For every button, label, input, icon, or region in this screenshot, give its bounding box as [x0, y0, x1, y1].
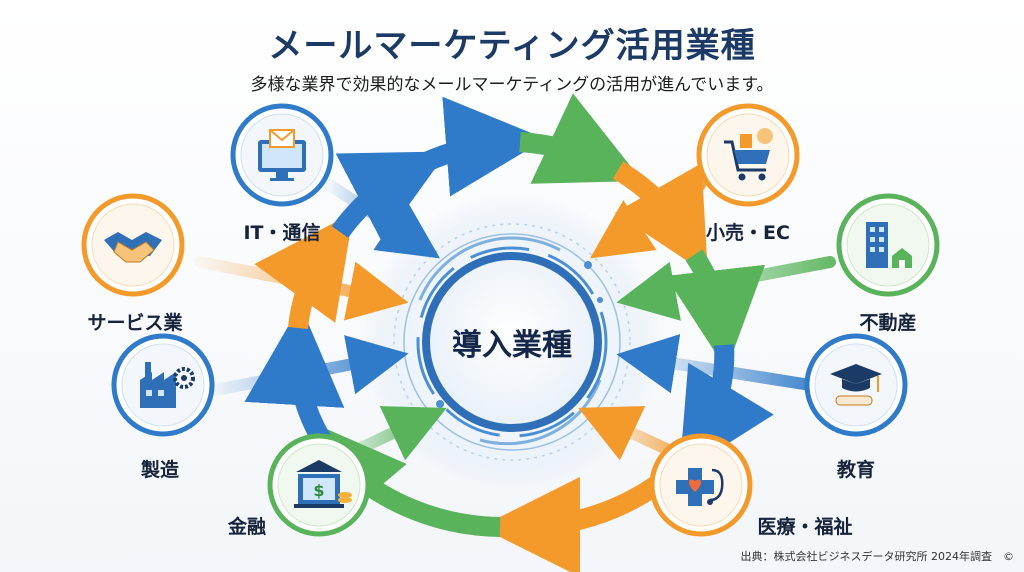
center-hub [416, 246, 608, 438]
node-education [804, 333, 908, 437]
node-realestate [836, 193, 940, 297]
label-service: サービス業 [87, 312, 183, 334]
node-finance: $ [267, 433, 371, 537]
beams [194, 179, 836, 466]
node-retail [696, 103, 800, 207]
graduation-cap-icon [830, 364, 882, 406]
buildings-icon [866, 222, 912, 268]
label-medical: 医療・福祉 [757, 516, 853, 538]
email-monitor-icon [258, 129, 306, 181]
node-it [230, 103, 334, 207]
handshake-icon [104, 232, 162, 263]
label-manufacturing: 製造 [140, 459, 180, 481]
page-title: メールマーケティング活用業種 [268, 26, 756, 66]
factory-gear-icon [140, 362, 195, 408]
bank-icon: $ [294, 460, 352, 508]
node-manufacturing [111, 333, 215, 437]
node-service [81, 193, 185, 297]
medical-heart-icon [676, 468, 724, 506]
shopping-cart-icon [724, 128, 773, 181]
label-realestate: 不動産 [859, 312, 917, 334]
label-retail: 小売・EC [706, 222, 790, 244]
label-finance: 金融 [227, 516, 267, 538]
center-label: 導入業種 [452, 328, 572, 363]
node-medical [649, 433, 753, 537]
svg-text:$: $ [313, 481, 324, 500]
label-education: 教育 [836, 459, 876, 481]
source-note: 出典：株式会社ビジネスデータ研究所 2024年調査 © [740, 550, 1015, 563]
label-it: IT・通信 [243, 222, 321, 244]
page-subtitle: 多様な業界で効果的なメールマーケティングの活用が進んでいます。 [250, 75, 774, 95]
